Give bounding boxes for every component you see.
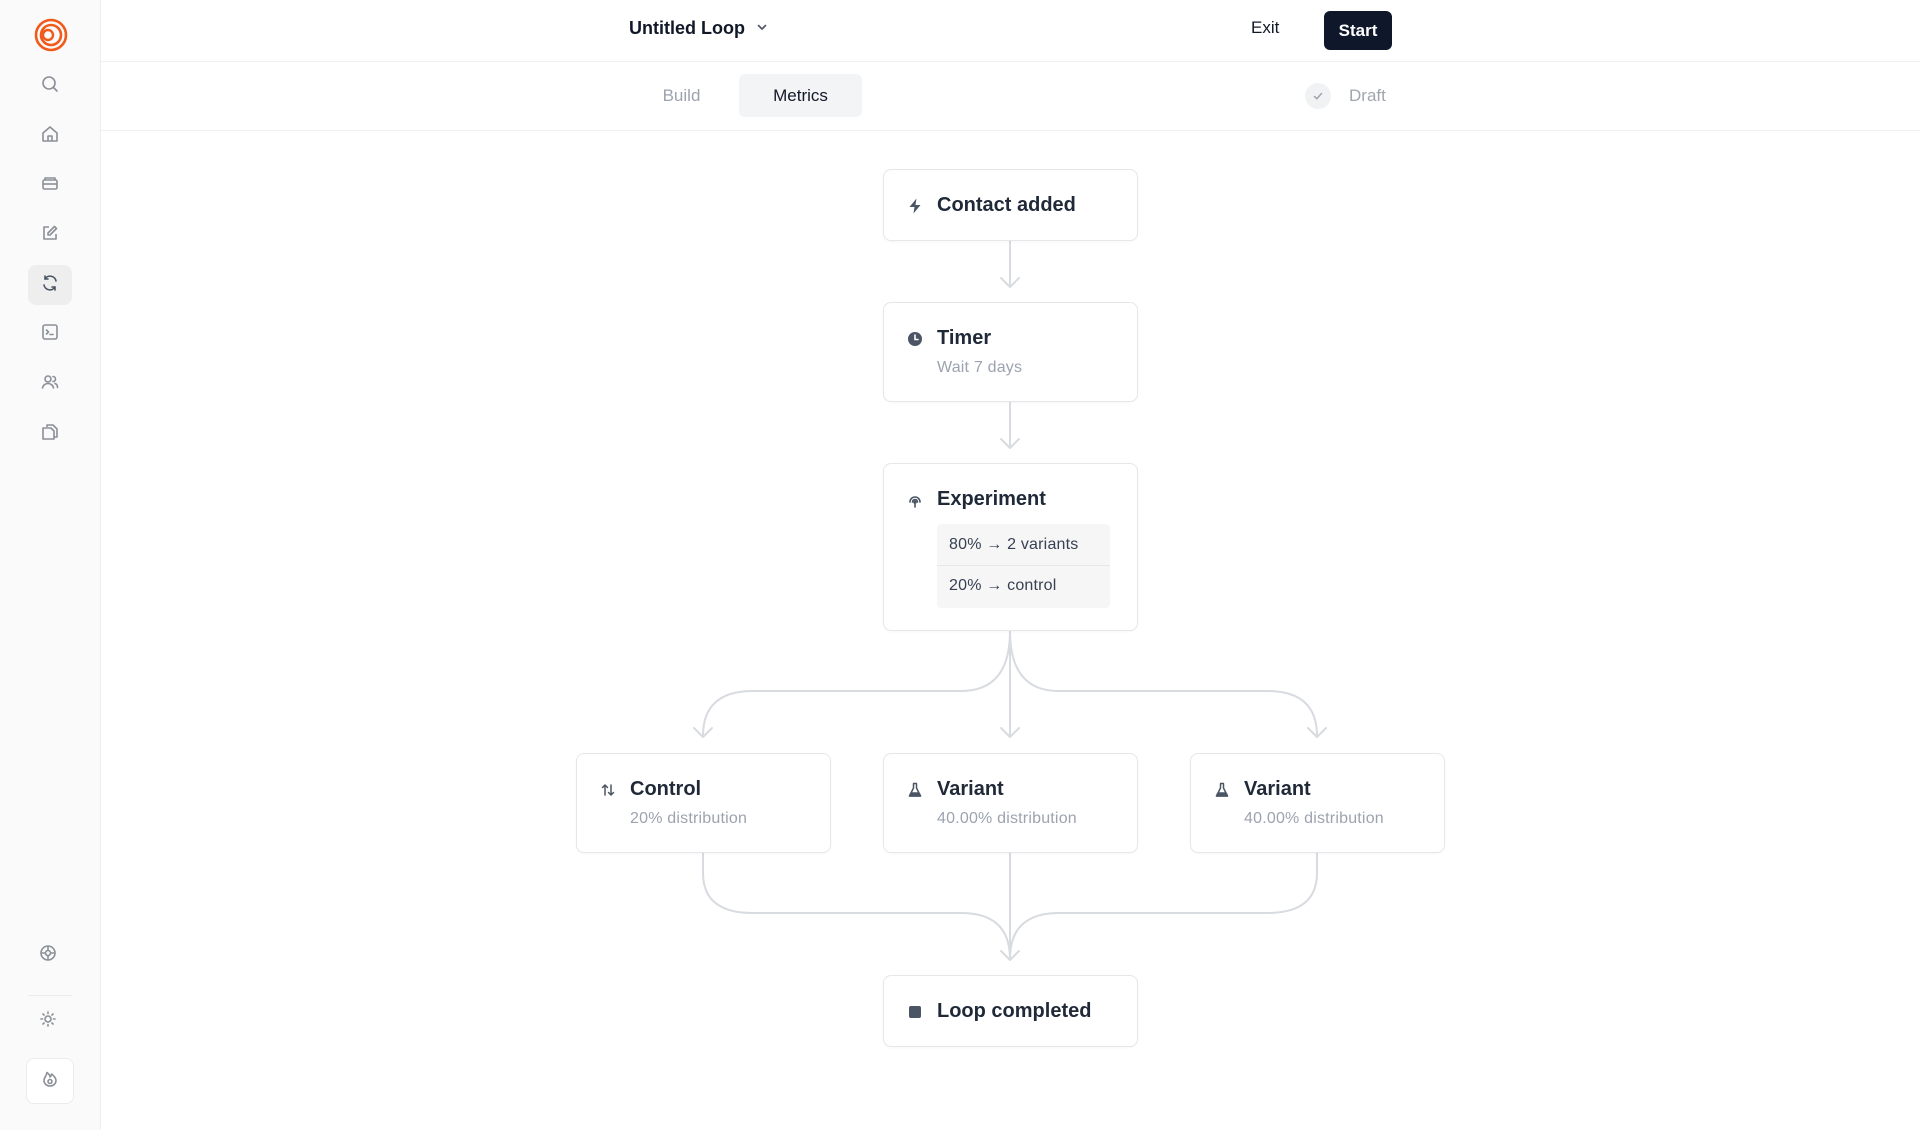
sun-icon bbox=[38, 1009, 58, 1034]
divider bbox=[937, 565, 1110, 566]
chevron-down-icon bbox=[755, 18, 769, 39]
arrows-icon bbox=[599, 781, 617, 799]
search-icon bbox=[40, 74, 60, 99]
flow-connectors bbox=[693, 240, 1327, 961]
end-node[interactable]: Loop completed bbox=[883, 975, 1138, 1047]
control-subtitle: 20% distribution bbox=[630, 810, 748, 827]
sidebar-item-documents[interactable] bbox=[28, 414, 72, 454]
flame-icon bbox=[40, 1069, 60, 1094]
sidebar-item-settings[interactable] bbox=[26, 935, 70, 975]
flow-canvas[interactable]: Contact added Timer Wait 7 days Experime… bbox=[101, 131, 1920, 1130]
sidebar-item-terminal[interactable] bbox=[28, 314, 72, 354]
control-node[interactable]: Control 20% distribution bbox=[576, 753, 831, 853]
users-icon bbox=[40, 372, 60, 397]
variant-title: Variant bbox=[1244, 778, 1311, 800]
inbox-icon bbox=[40, 173, 60, 198]
sidebar-item-search[interactable] bbox=[28, 66, 72, 106]
sidebar-item-inbox[interactable] bbox=[28, 165, 72, 205]
experiment-title: Experiment bbox=[937, 488, 1046, 510]
bolt-icon bbox=[906, 197, 924, 215]
tab-bar: Build Metrics Draft bbox=[101, 62, 1920, 131]
status-indicator: Draft bbox=[1305, 83, 1386, 109]
sidebar-item-users[interactable] bbox=[28, 364, 72, 404]
stop-icon bbox=[906, 1003, 924, 1021]
variant-node[interactable]: Variant 40.00% distribution bbox=[1190, 753, 1445, 853]
variant-title: Variant bbox=[937, 778, 1004, 800]
trigger-title: Contact added bbox=[937, 194, 1076, 216]
sidebar-item-loops[interactable] bbox=[28, 265, 72, 305]
control-title: Control bbox=[630, 778, 702, 800]
sidebar-item-home[interactable] bbox=[28, 116, 72, 156]
start-button[interactable]: Start bbox=[1324, 11, 1392, 50]
split-icon bbox=[906, 491, 924, 509]
theme-toggle[interactable] bbox=[26, 1001, 70, 1041]
settings-icon bbox=[38, 943, 58, 968]
experiment-node[interactable]: Experiment 80% → 2 variants 20% → contro… bbox=[883, 463, 1138, 631]
loop-title: Untitled Loop bbox=[629, 18, 745, 38]
loop-title-dropdown[interactable]: Untitled Loop bbox=[629, 18, 769, 39]
experiment-row: 20% → control bbox=[949, 577, 1057, 594]
trigger-node[interactable]: Contact added bbox=[883, 169, 1138, 241]
edit-icon bbox=[40, 223, 60, 248]
terminal-icon bbox=[40, 322, 60, 347]
sidebar bbox=[0, 0, 101, 1130]
sidebar-divider bbox=[28, 995, 72, 996]
variant-subtitle: 40.00% distribution bbox=[1244, 810, 1384, 827]
clock-icon bbox=[906, 330, 924, 348]
variant-node[interactable]: Variant 40.00% distribution bbox=[883, 753, 1138, 853]
check-icon bbox=[1305, 83, 1331, 109]
timer-title: Timer bbox=[937, 327, 992, 349]
end-title: Loop completed bbox=[937, 1000, 1092, 1022]
copy-icon bbox=[40, 422, 60, 447]
loop-icon bbox=[40, 273, 60, 298]
tab-metrics[interactable]: Metrics bbox=[739, 74, 862, 117]
flask-icon bbox=[1213, 781, 1231, 799]
home-icon bbox=[40, 124, 60, 149]
experiment-row: 80% → 2 variants bbox=[949, 536, 1079, 553]
logo-icon[interactable] bbox=[33, 17, 69, 53]
timer-node[interactable]: Timer Wait 7 days bbox=[883, 302, 1138, 402]
timer-subtitle: Wait 7 days bbox=[937, 359, 1023, 376]
header: Untitled Loop Exit Start bbox=[101, 0, 1920, 62]
sidebar-item-edit[interactable] bbox=[28, 215, 72, 255]
flask-icon bbox=[906, 781, 924, 799]
tab-build[interactable]: Build bbox=[662, 85, 701, 105]
exit-button[interactable]: Exit bbox=[1251, 18, 1280, 37]
status-label: Draft bbox=[1349, 86, 1386, 105]
account-button[interactable] bbox=[26, 1058, 74, 1104]
experiment-distribution: 80% → 2 variants 20% → control bbox=[937, 524, 1110, 608]
variant-subtitle: 40.00% distribution bbox=[937, 810, 1077, 827]
